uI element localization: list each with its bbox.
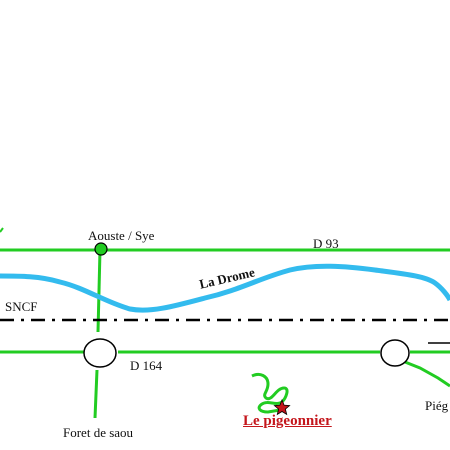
roundabout-icon <box>380 339 410 367</box>
path-le-pigeonnier <box>251 372 289 414</box>
road-aouste-south <box>96 249 102 333</box>
road-edge-tick <box>0 227 4 233</box>
river-la-drome <box>0 263 450 313</box>
label-aouste-sye: Aouste / Sye <box>88 228 155 243</box>
roundabout-icon <box>83 338 117 368</box>
label-d164: D 164 <box>130 358 163 373</box>
green-dot-icon <box>94 242 108 256</box>
label-le-pigeonnier: Le pigeonnier <box>243 413 332 429</box>
label-d93: D 93 <box>313 236 339 251</box>
road-piegros <box>404 360 450 388</box>
label-foret-de-saou: Foret de saou <box>63 425 134 440</box>
red-star-icon <box>273 398 291 416</box>
label-sncf: SNCF <box>5 299 38 314</box>
label-piegros: Piég <box>425 398 449 413</box>
road-foret-de-saou <box>93 369 99 419</box>
